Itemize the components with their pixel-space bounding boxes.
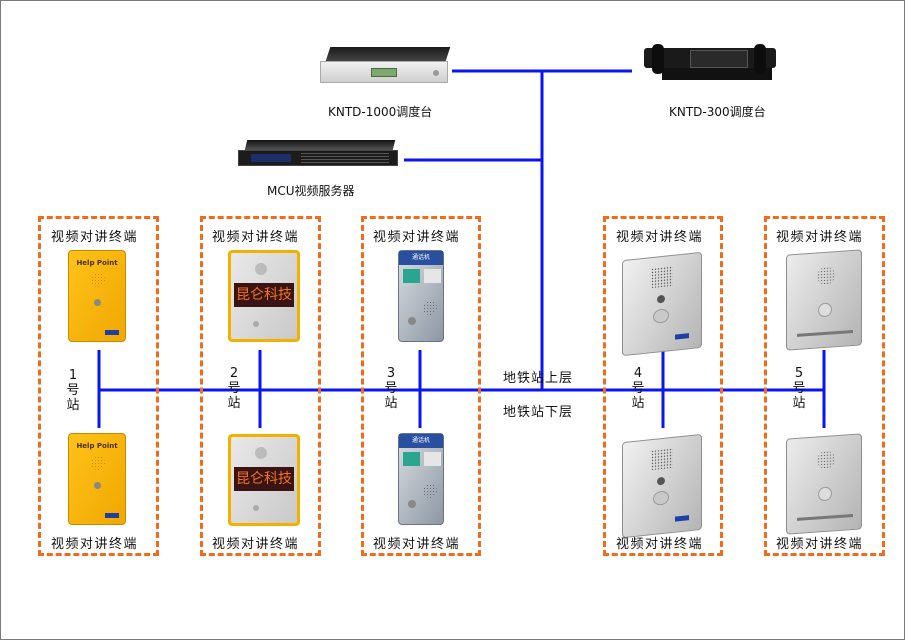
terminal-label: 视频对讲终端: [776, 230, 864, 245]
upper-floor-label: 地铁站上层: [503, 371, 574, 386]
blue-intercom-terminal-icon: 通话机: [398, 250, 444, 342]
kntd1000-label: KNTD-1000调度台: [328, 105, 433, 119]
station-box-5: [764, 216, 885, 556]
station-box-1: [38, 216, 159, 556]
terminal-label: 视频对讲终端: [373, 537, 461, 552]
terminal-label: 视频对讲终端: [51, 537, 139, 552]
steel-plate-terminal-icon: [786, 433, 862, 535]
station-box-4: [603, 216, 723, 556]
blue-intercom-terminal-icon: 通话机: [398, 433, 444, 525]
station-box-2: [200, 216, 321, 556]
terminal-label: 视频对讲终端: [373, 230, 461, 245]
help-point-terminal-icon: Help Point: [68, 250, 126, 342]
rack-server-icon: [238, 140, 398, 170]
terminal-label: 视频对讲终端: [212, 230, 300, 245]
terminal-label: 视频对讲终端: [616, 230, 704, 245]
station-box-3: [361, 216, 481, 556]
steel-plate-terminal-icon: [786, 249, 862, 351]
terminal-label: 视频对讲终端: [212, 537, 300, 552]
steel-intercom-terminal-icon: [622, 433, 702, 539]
help-point-terminal-icon: Help Point: [68, 433, 126, 525]
desk-console-icon: [320, 47, 451, 87]
dispatch-terminal-icon: [640, 42, 780, 82]
terminal-label: 视频对讲终端: [616, 537, 704, 552]
led-intercom-terminal-icon: 昆仑科技: [228, 434, 300, 526]
mcu-label: MCU视频服务器: [267, 184, 355, 198]
terminal-label: 视频对讲终端: [776, 537, 864, 552]
terminal-label: 视频对讲终端: [51, 230, 139, 245]
kntd300-label: KNTD-300调度台: [669, 105, 766, 119]
steel-intercom-terminal-icon: [622, 251, 702, 357]
led-intercom-terminal-icon: 昆仑科技: [228, 250, 300, 342]
lower-floor-label: 地铁站下层: [503, 405, 574, 420]
